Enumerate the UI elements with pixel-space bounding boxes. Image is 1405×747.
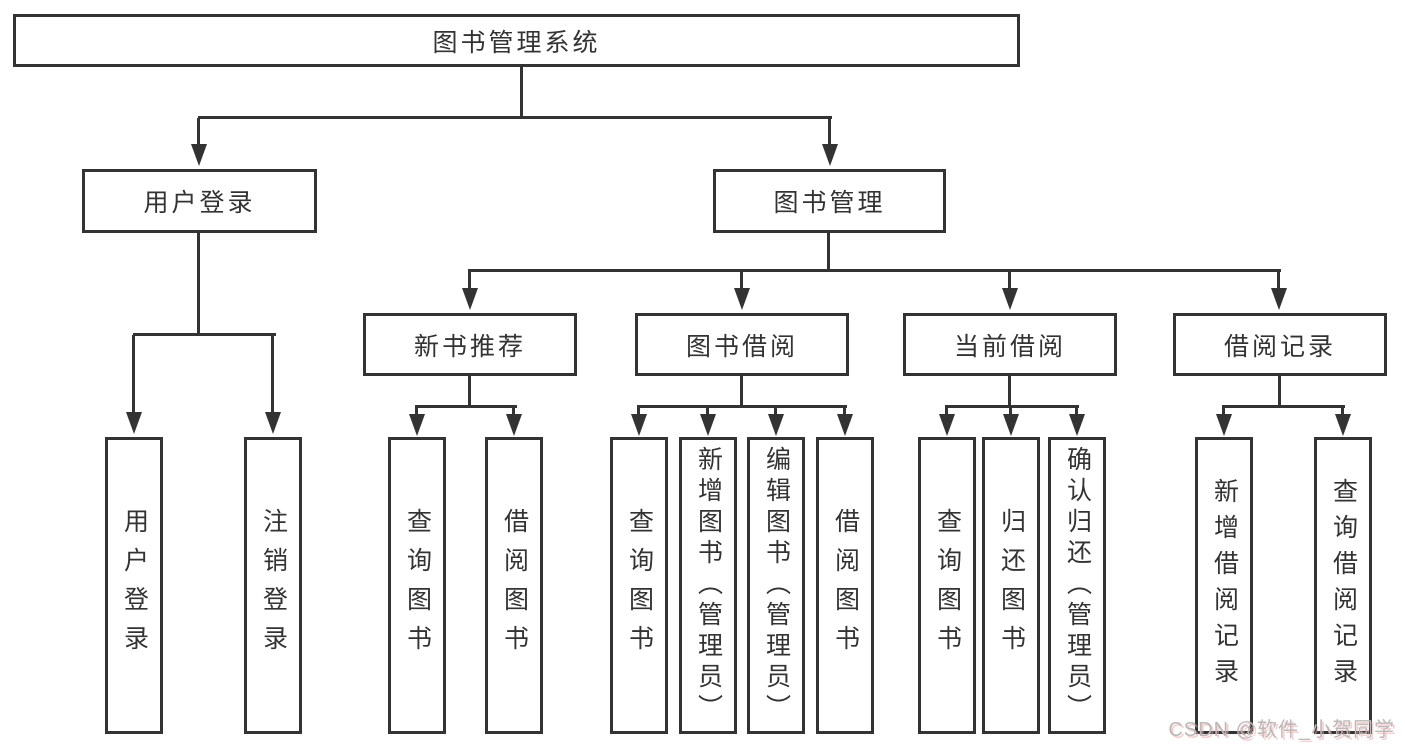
node-new-book-recommendation: 新书推荐 — [363, 313, 577, 376]
edge-borrowing-records-hline — [1222, 405, 1345, 408]
arrow-leaf-icon — [505, 407, 522, 436]
leaf-query-borrow-record: 查询借阅记录 — [1314, 437, 1372, 734]
csdn-watermark: CSDN @软件_小贺同学 — [1168, 719, 1395, 741]
edge-current-borrowing-stem — [1008, 376, 1011, 408]
node-current-borrowing: 当前借阅 — [903, 313, 1117, 376]
leaf-borrow-books-recommend: 借阅图书 — [485, 437, 543, 734]
edge-book-management-stem — [827, 233, 830, 271]
node-book-management: 图书管理 — [713, 169, 946, 233]
leaf-add-book-admin: 新增图书（管理员） — [679, 437, 737, 734]
arrow-down-to-new-book-recommendation-icon — [461, 271, 478, 310]
leaf-query-books-recommend: 查询图书 — [388, 437, 446, 734]
edge-book-borrowing-stem — [740, 376, 743, 408]
arrow-leaf-icon — [938, 407, 955, 436]
leaf-edit-book-admin: 编辑图书（管理员） — [747, 437, 805, 734]
edge-root-hline — [198, 116, 832, 119]
leaf-logout: 注销登录 — [244, 437, 302, 734]
arrow-down-to-borrowing-records-icon — [1270, 271, 1287, 310]
leaf-add-borrow-record: 新增借阅记录 — [1195, 437, 1253, 734]
arrow-leaf-icon — [1068, 407, 1085, 436]
arrow-leaf-icon — [836, 407, 853, 436]
edge-new-book-recommendation-hline — [415, 405, 517, 408]
edge-user-login-hline — [133, 333, 276, 336]
leaf-query-books-current: 查询图书 — [918, 437, 976, 734]
edge-borrowing-records-stem — [1278, 376, 1281, 408]
arrow-leaf-icon — [1215, 407, 1232, 436]
arrow-leaf-icon — [1334, 407, 1351, 436]
leaf-user-login: 用户登录 — [105, 437, 163, 734]
edge-book-borrowing-hline — [637, 405, 847, 408]
leaf-query-books-borrowing: 查询图书 — [610, 437, 668, 734]
arrow-down-to-book-borrowing-icon — [733, 271, 750, 310]
edge-book-management-hline — [468, 269, 1281, 272]
leaf-return-books: 归还图书 — [982, 437, 1040, 734]
edge-current-borrowing-hline — [945, 405, 1079, 408]
leaf-borrow-books-borrowing: 借阅图书 — [816, 437, 874, 734]
arrow-down-to-book-management-icon — [821, 118, 838, 166]
edge-new-book-recommendation-stem — [468, 376, 471, 408]
leaf-confirm-return-admin: 确认归还（管理员） — [1048, 437, 1106, 734]
arrow-leaf-icon — [1002, 407, 1019, 436]
edge-user-login-stem — [197, 233, 200, 335]
node-library-management-system: 图书管理系统 — [13, 14, 1020, 67]
arrow-down-to-user-login-icon — [190, 118, 207, 166]
arrow-leaf-icon — [630, 407, 647, 436]
node-borrowing-records: 借阅记录 — [1173, 313, 1387, 376]
arrow-down-to-leaf-logout-icon — [264, 335, 281, 434]
arrow-down-to-leaf-user-login-icon — [125, 335, 142, 434]
arrow-leaf-icon — [699, 407, 716, 436]
node-book-borrowing: 图书借阅 — [635, 313, 849, 376]
node-user-login: 用户登录 — [82, 169, 317, 233]
arrow-down-to-current-borrowing-icon — [1001, 271, 1018, 310]
arrow-leaf-icon — [408, 407, 425, 436]
edge-root-stem — [520, 67, 523, 118]
arrow-leaf-icon — [767, 407, 784, 436]
